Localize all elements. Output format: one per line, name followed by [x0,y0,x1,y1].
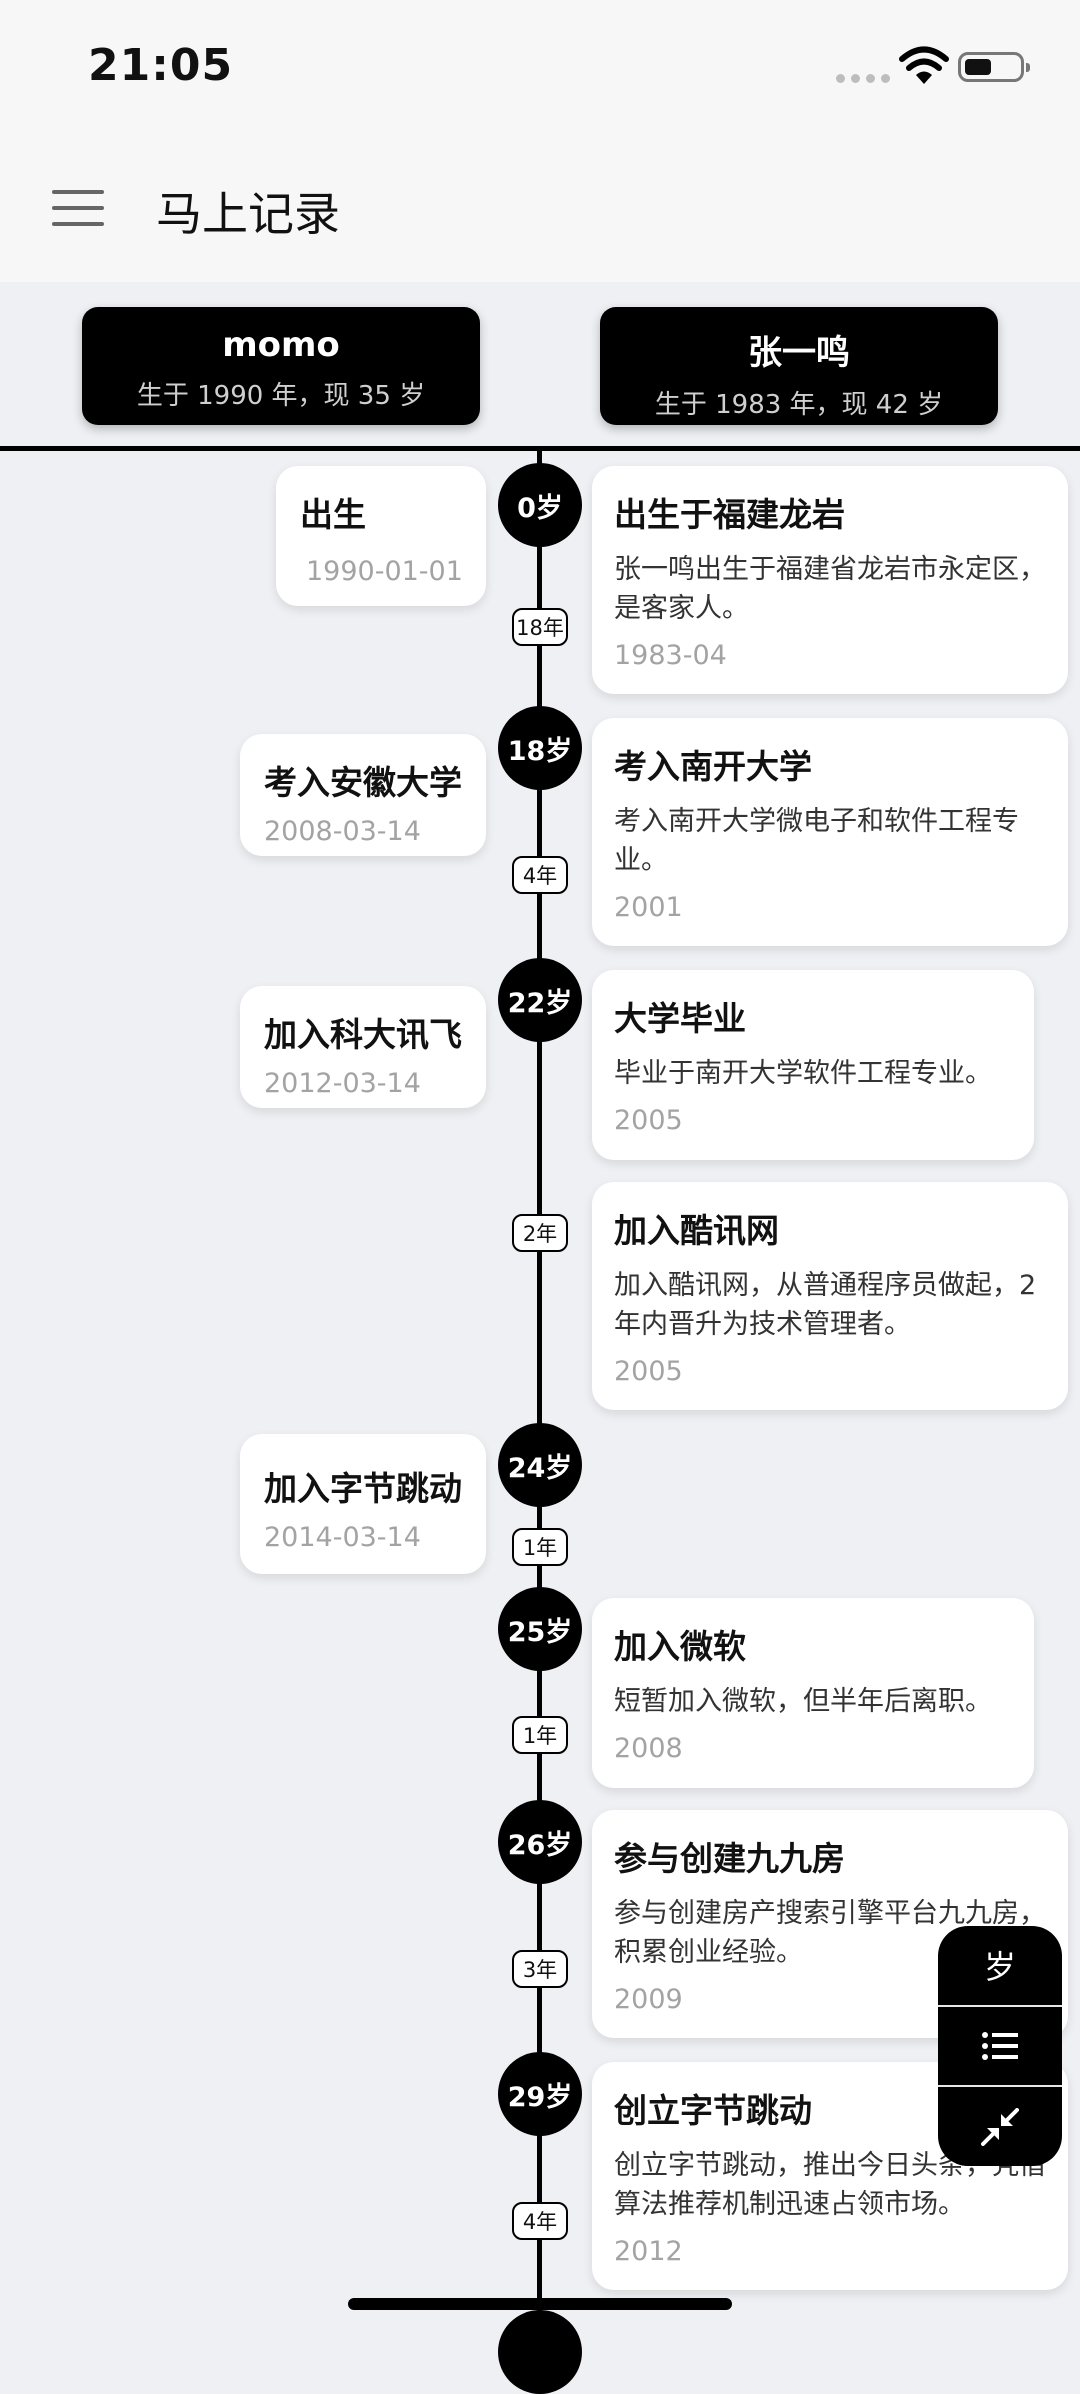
event-date: 1983-04 [614,640,727,671]
right-event-card[interactable]: 考入南开大学 考入南开大学微电子和软件工程专业。 2001 [592,718,1068,946]
age-node-partial [498,2310,582,2394]
person-name: momo [222,325,340,365]
event-date: 2001 [614,892,683,923]
event-date: 2008 [614,1733,683,1764]
event-description: 张一鸣出生于福建省龙岩市永定区，是客家人。 [614,554,1046,624]
app-bar: 马上记录 [0,130,1080,282]
event-date: 2005 [614,1105,683,1136]
left-event-card[interactable]: 加入字节跳动 2014-03-14 [240,1434,486,1574]
event-date: 2012 [614,2236,683,2267]
right-event-card[interactable]: 参与创建九九房 参与创建房产搜索引擎平台九九房，积累创业经验。 2009 [592,1810,1068,2038]
event-title: 考入南开大学 [614,747,812,786]
event-date: 2014-03-14 [264,1522,421,1553]
collapse-icon [981,2107,1019,2146]
event-description: 考入南开大学微电子和软件工程专业。 [614,806,1019,876]
year-gap-chip: 3年 [512,1950,568,1988]
event-title: 加入科大讯飞 [264,1015,462,1054]
year-gap-chip: 4年 [512,2202,568,2240]
event-description: 参与创建房产搜索引擎平台九九房，积累创业经验。 [614,1898,1046,1968]
year-gap-chip: 18年 [512,608,568,646]
person-card-zhangyiming[interactable]: 张一鸣 生于 1983 年，现 42 岁 [600,307,998,425]
year-gap-chip: 2年 [512,1214,568,1252]
right-event-card[interactable]: 创立字节跳动 创立字节跳动，推出今日头条，凭借算法推荐机制迅速占领市场。 201… [592,2062,1068,2290]
event-description: 加入酷讯网，从普通程序员做起，2年内晋升为技术管理者。 [614,1270,1037,1340]
age-node: 0岁 [498,463,582,547]
event-title: 出生于福建龙岩 [614,495,845,534]
person-name: 张一鸣 [748,333,850,373]
event-title: 大学毕业 [614,999,746,1038]
list-view-button[interactable] [938,2004,1062,2086]
right-event-card[interactable]: 加入微软 短暂加入微软，但半年后离职。 2008 [592,1598,1034,1788]
year-gap-chip: 1年 [512,1716,568,1754]
event-title: 加入酷讯网 [614,1211,779,1250]
left-event-card[interactable]: 考入安徽大学 2008-03-14 [240,734,486,856]
event-date: 2009 [614,1984,683,2015]
event-title: 出生 [300,495,366,534]
left-event-card[interactable]: 出生 1990-01-01 [276,466,486,606]
status-bar: 21:05 [0,0,1080,130]
timeline-spine [537,451,542,2337]
event-date: 1990-01-01 [306,556,463,587]
event-date: 2008-03-14 [264,816,421,847]
app-title: 马上记录 [156,187,340,241]
age-node: 22岁 [498,958,582,1042]
person-subtitle: 生于 1983 年，现 42 岁 [654,390,944,420]
list-icon [982,2032,1018,2060]
menu-icon[interactable] [52,190,104,226]
right-event-card[interactable]: 大学毕业 毕业于南开大学软件工程专业。 2005 [592,970,1034,1160]
event-description: 毕业于南开大学软件工程专业。 [614,1058,992,1089]
event-title: 加入微软 [614,1627,746,1666]
event-date: 2005 [614,1356,683,1387]
event-title: 加入字节跳动 [264,1469,462,1508]
battery-icon [958,52,1030,82]
age-node: 29岁 [498,2052,582,2136]
floating-action-group: 岁 [938,1926,1062,2166]
right-event-card[interactable]: 出生于福建龙岩 张一鸣出生于福建省龙岩市永定区，是客家人。 1983-04 [592,466,1068,694]
right-event-card[interactable]: 加入酷讯网 加入酷讯网，从普通程序员做起，2年内晋升为技术管理者。 2005 [592,1182,1068,1410]
event-date: 2012-03-14 [264,1068,421,1099]
wifi-icon [899,46,949,84]
age-node: 26岁 [498,1800,582,1884]
home-indicator [348,2298,732,2310]
age-node: 18岁 [498,706,582,790]
event-title: 考入安徽大学 [264,763,462,802]
cellular-signal-icon [836,74,890,83]
left-event-card[interactable]: 加入科大讯飞 2012-03-14 [240,986,486,1108]
year-gap-chip: 1年 [512,1528,568,1566]
status-time: 21:05 [88,40,234,91]
person-card-momo[interactable]: momo 生于 1990 年，现 35 岁 [82,307,480,425]
person-subtitle: 生于 1990 年，现 35 岁 [136,381,426,411]
collapse-button[interactable] [938,2085,1062,2166]
event-title: 参与创建九九房 [614,1839,845,1878]
year-gap-chip: 4年 [512,856,568,894]
event-title: 创立字节跳动 [614,2091,812,2130]
header-divider [0,446,1080,451]
age-node: 24岁 [498,1423,582,1507]
age-mode-button[interactable]: 岁 [983,1948,1016,1987]
age-node: 25岁 [498,1587,582,1671]
event-description: 短暂加入微软，但半年后离职。 [614,1686,992,1717]
